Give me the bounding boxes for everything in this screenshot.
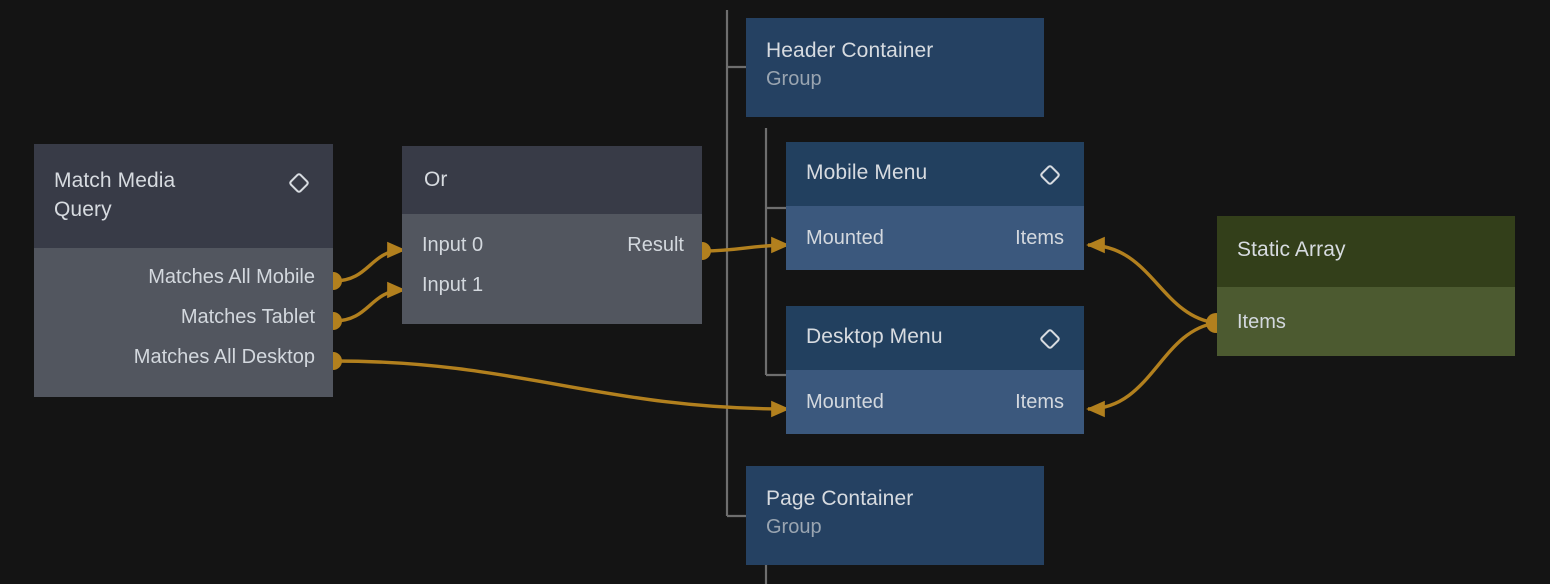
node-mobile-menu[interactable]: Mobile Menu Mounted Items <box>786 142 1084 270</box>
port-row-matches-all-desktop[interactable]: Matches All Desktop <box>52 337 315 377</box>
node-header: Header Container Group <box>746 18 1044 93</box>
node-title: Or <box>424 168 448 191</box>
node-title: Page Container <box>766 487 914 510</box>
port-label: Matches Tablet <box>180 306 315 328</box>
node-header: Match Media Query <box>34 144 333 248</box>
node-header: Page Container Group <box>746 466 1044 541</box>
edge-matches-mobile-to-input0 <box>333 241 406 283</box>
port-label-input-0: Input 0 <box>422 234 484 256</box>
node-desktop-menu[interactable]: Desktop Menu Mounted Items <box>786 306 1084 434</box>
node-title: Match Media Query <box>54 169 176 221</box>
node-body: Mounted Items <box>786 370 1084 434</box>
port-row-desktop-menu[interactable]: Mounted Items <box>806 370 1064 434</box>
node-body: Items <box>1217 287 1515 356</box>
node-static-array[interactable]: Static Array Items <box>1217 216 1515 356</box>
port-label-items: Items <box>1015 227 1064 249</box>
edge-matches-desktop-to-desktop-mounted <box>333 359 790 418</box>
port-label-mounted: Mounted <box>806 227 884 249</box>
port-row-mobile-menu[interactable]: Mounted Items <box>806 206 1064 270</box>
port-label-mounted: Mounted <box>806 391 884 413</box>
node-body: Matches All Mobile Matches Tablet Matche… <box>34 248 333 397</box>
port-label-items: Items <box>1015 391 1064 413</box>
edge-or-result-to-mobile-mounted <box>702 236 790 254</box>
node-header-container[interactable]: Header Container Group <box>746 18 1044 117</box>
node-header: Desktop Menu <box>786 306 1084 370</box>
port-row-input-1[interactable]: Input 1 <box>422 265 684 305</box>
edge-static-array-to-mobile-items <box>1086 236 1217 325</box>
port-row-input-0[interactable]: Input 0 Result <box>422 225 684 265</box>
node-title: Static Array <box>1237 238 1346 261</box>
port-label: Matches All Mobile <box>148 266 315 288</box>
node-or[interactable]: Or Input 0 Result Input 1 <box>402 146 702 324</box>
diamond-icon <box>1036 325 1064 358</box>
port-row-matches-all-mobile[interactable]: Matches All Mobile <box>52 257 315 297</box>
node-match-media-query[interactable]: Match Media Query Matches All Mobile Mat… <box>34 144 333 397</box>
port-row-matches-tablet[interactable]: Matches Tablet <box>52 297 315 337</box>
port-label-input-1: Input 1 <box>422 274 484 296</box>
port-label-items: Items <box>1237 310 1286 333</box>
node-title: Header Container <box>766 39 934 62</box>
edge-matches-tablet-to-input1 <box>333 281 406 323</box>
node-subtitle: Group <box>766 68 822 90</box>
edge-static-array-to-desktop-items <box>1086 321 1217 418</box>
node-subtitle: Group <box>766 516 822 538</box>
node-header: Mobile Menu <box>786 142 1084 206</box>
diamond-icon <box>285 169 313 202</box>
diamond-icon <box>1036 161 1064 194</box>
node-header: Static Array <box>1217 216 1515 287</box>
port-row-static-array-items[interactable]: Items <box>1237 287 1495 356</box>
node-body: Mounted Items <box>786 206 1084 270</box>
node-page-container[interactable]: Page Container Group <box>746 466 1044 565</box>
port-label-result: Result <box>627 234 684 256</box>
node-title: Desktop Menu <box>806 325 943 348</box>
node-header: Or <box>402 146 702 214</box>
node-body: Input 0 Result Input 1 <box>402 214 702 324</box>
port-label: Matches All Desktop <box>133 346 315 368</box>
node-title: Mobile Menu <box>806 161 928 184</box>
